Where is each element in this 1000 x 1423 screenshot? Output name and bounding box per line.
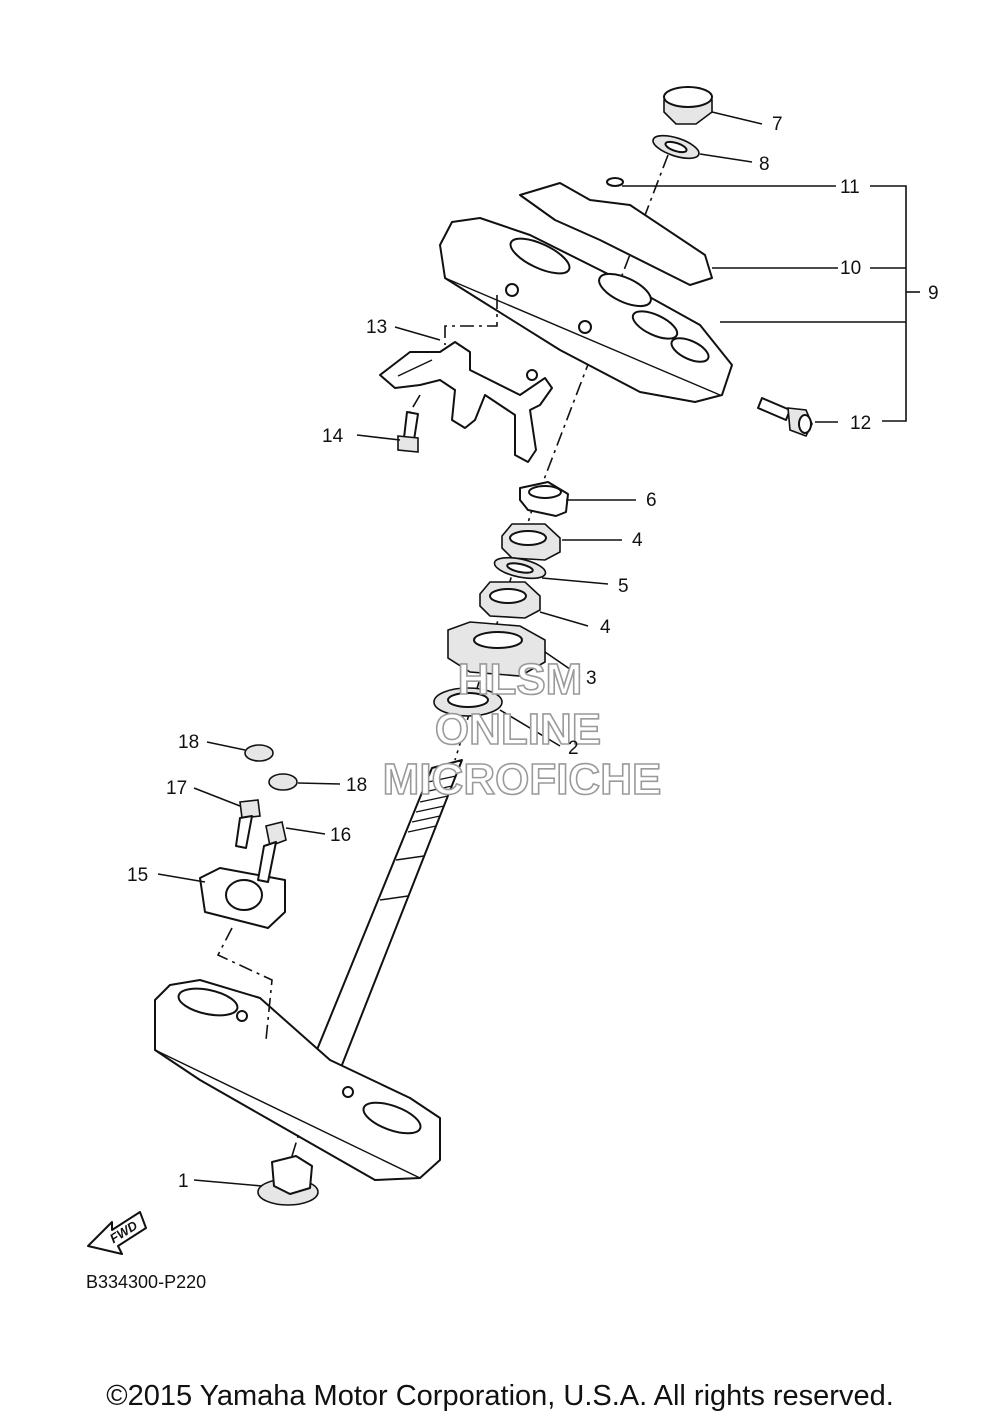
callout-2: 2: [568, 738, 579, 759]
bolt-17-part: [235, 799, 261, 849]
watermark-line-2: ONLINE: [435, 705, 601, 754]
callout-12: 12: [850, 413, 871, 434]
assembly-line-holder: [216, 927, 273, 1041]
gasket-plate-part: [519, 182, 713, 286]
collar-part: [257, 1155, 319, 1206]
callout-8: 8: [759, 154, 770, 175]
watermark-line-1: HLSM: [458, 655, 583, 704]
callout-16: 16: [330, 825, 351, 846]
leader-lines: [157, 111, 920, 1187]
ring-nut-upper-part: [501, 523, 561, 561]
steering-stem-part: [311, 759, 463, 1071]
callout-5: 5: [618, 576, 629, 597]
lock-washer-part: [519, 481, 569, 517]
callout-6: 6: [646, 490, 657, 511]
callout-1: 1: [178, 1171, 189, 1192]
holder-part: [199, 867, 286, 929]
callout-10: 10: [840, 258, 861, 279]
callout-17: 17: [166, 778, 187, 799]
watermark: HLSM ONLINE MICROFICHE: [382, 654, 662, 805]
watermark-line-3: MICROFICHE: [383, 755, 662, 804]
bearing-cover-part: [447, 621, 546, 677]
callout-13: 13: [366, 317, 387, 338]
cap-18a-part: [244, 744, 274, 762]
bearing-part: [433, 687, 503, 717]
centerline-upper: [539, 154, 669, 491]
callout-15: 15: [127, 865, 148, 886]
meter-bracket-part: [379, 341, 553, 463]
cap-nut-part: [663, 86, 713, 125]
washer-part: [652, 134, 700, 160]
callout-14: 14: [322, 426, 344, 447]
callout-4b: 4: [600, 617, 611, 638]
washer-5-part: [493, 556, 547, 580]
assembly-line-1: [291, 1129, 301, 1157]
callout-3: 3: [586, 668, 597, 689]
bolt-16-part: [257, 821, 287, 883]
o-ring-part: [606, 177, 624, 187]
assembly-line-14: [409, 394, 421, 413]
fwd-arrow-icon: FWD: [87, 1211, 147, 1255]
callout-11: 11: [840, 177, 860, 198]
callout-9: 9: [928, 283, 939, 304]
under-bracket-part: [154, 979, 441, 1181]
callout-4a: 4: [632, 530, 643, 551]
ring-nut-lower-part: [479, 581, 541, 619]
assembly-line-bracket: [444, 295, 498, 345]
callouts: 1 2 3 4 4 5 6 7 8 9 10 11 12 13 14 15 16…: [127, 114, 939, 1192]
callout-18b: 18: [346, 775, 367, 796]
cap-18b-part: [268, 773, 298, 791]
callout-7: 7: [772, 114, 783, 135]
callout-18a: 18: [178, 732, 199, 753]
upper-bracket-part: [439, 217, 733, 403]
copyright-notice: ©2015 Yamaha Motor Corporation, U.S.A. A…: [106, 1380, 894, 1412]
diagram-code: B334300-P220: [86, 1272, 206, 1292]
screw-14-part: [397, 411, 419, 453]
bolt-12-part: [757, 397, 813, 438]
